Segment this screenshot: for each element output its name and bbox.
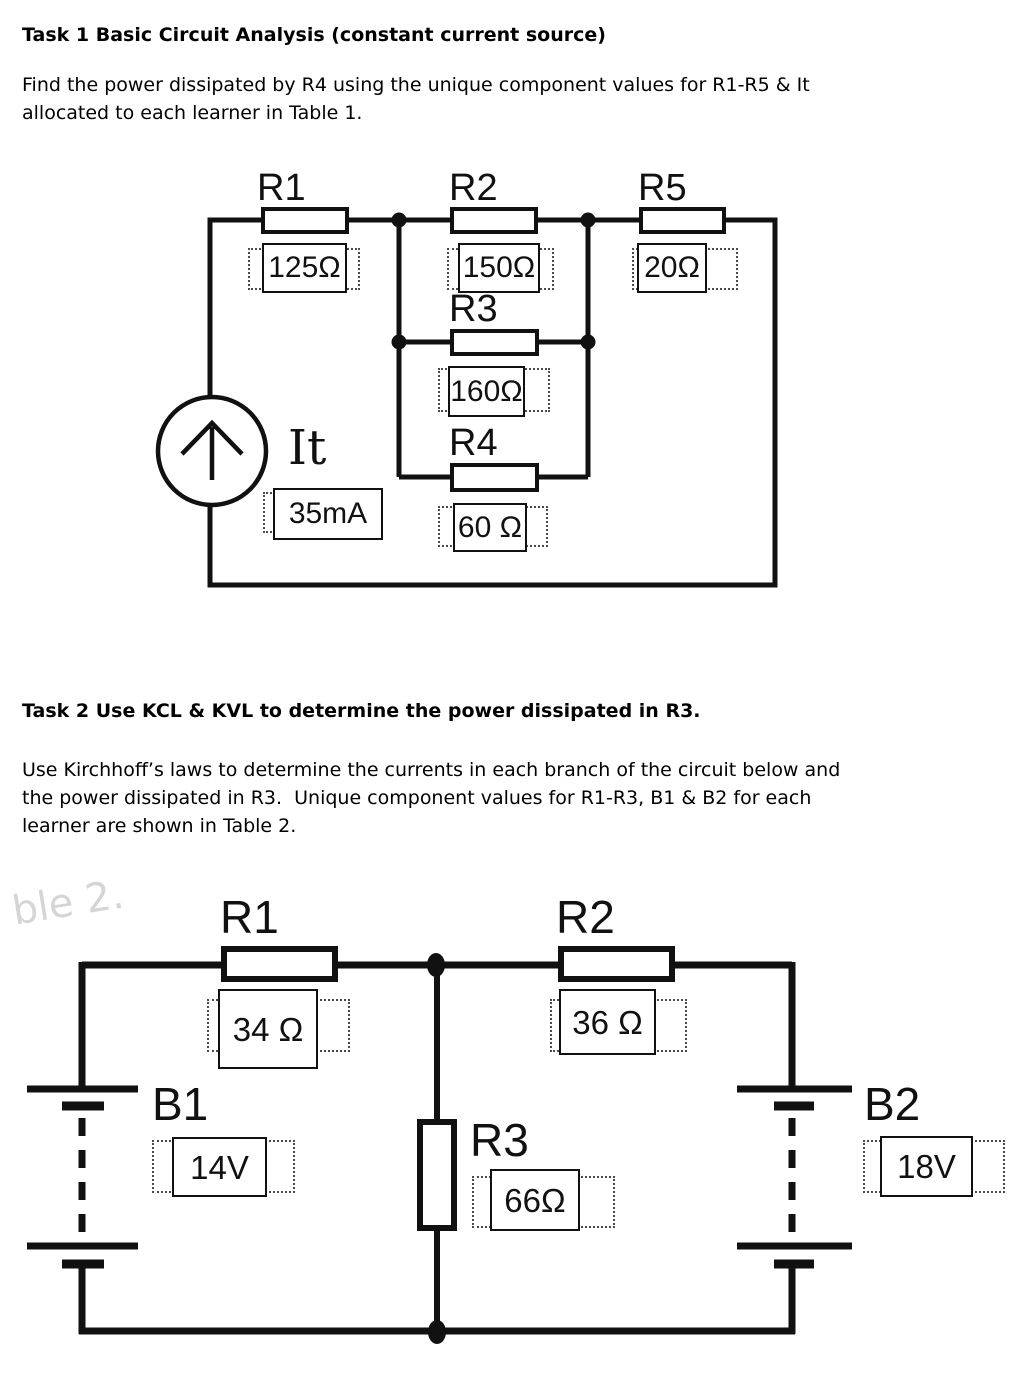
resistor-r3-body [450,329,539,356]
resistor-r3-body-task2 [417,1119,457,1231]
junction-dot [580,334,596,350]
task1-title: Task 1 Basic Circuit Analysis (constant … [22,24,606,46]
task2-circuit-diagram [27,946,852,1344]
resistor-r5-body [639,207,726,234]
battery-b2-symbol [737,1085,852,1269]
r2-value-text: 150Ω [462,251,536,284]
resistor-r2-body [450,207,538,234]
junction-dot [428,1320,446,1344]
task2-r3-label: R3 [470,1114,529,1166]
r1-value-text: 125Ω [268,251,341,284]
value-box: 35mA [273,488,383,540]
task2-title: Task 2 Use KCL & KVL to determine the po… [22,700,701,722]
value-box: 18V [880,1136,973,1197]
r1-value-text: 34 Ω [232,1010,304,1048]
source-value-text: 35mA [288,497,368,530]
resistor-r1-body-task2 [221,946,338,982]
value-box: 36 Ω [559,989,656,1055]
task2-r1-label: R1 [220,891,279,943]
value-box: 160Ω [448,366,525,417]
r3-value-text: 66Ω [504,1181,566,1219]
value-box: 60 Ω [453,503,527,552]
value-box: 150Ω [458,243,540,293]
value-box: 20Ω [637,243,707,293]
resistor-r4-body [450,463,539,492]
junction-dot [580,212,596,228]
value-box: 34 Ω [218,989,318,1069]
task1-r3-label: R3 [449,288,498,330]
b1-value-text: 14V [190,1148,249,1186]
task1-description-line1: Find the power dissipated by R4 using th… [22,74,810,96]
resistor-r2-body-task2 [558,946,675,982]
task1-circuit-diagram [155,207,778,588]
task1-r5-label: R5 [638,167,687,209]
task2-r2-label: R2 [556,891,615,943]
task2-junction-dots [427,953,446,1344]
current-source-arrow-icon [180,419,244,480]
task2-b1-label: B1 [152,1078,209,1130]
task1-outer-loop-wire [207,217,778,588]
task1-r2-label: R2 [449,167,498,209]
task2-description-line3: learner are shown in Table 2. [22,815,297,837]
task1-junction-dots [391,212,596,350]
r5-value-text: 20Ω [644,251,700,284]
junction-dot [427,953,445,977]
junction-dot [391,334,407,350]
value-box: 66Ω [490,1169,580,1231]
r2-value-text: 36 Ω [572,1003,643,1041]
b2-value-text: 18V [897,1148,956,1185]
task1-r1-label: R1 [257,167,306,209]
task2-description-line2: the power dissipated in R3. Unique compo… [22,787,812,809]
task1-current-source-label: It [288,420,327,476]
r4-value-text: 60 Ω [457,510,523,544]
junction-dot [391,212,407,228]
task2-b2-label: B2 [864,1078,921,1130]
resistor-r1-body [261,207,349,234]
value-box: 14V [172,1137,267,1197]
task1-description-line2: allocated to each learner in Table 1. [22,102,363,124]
battery-b1-symbol [27,1085,138,1269]
value-box: 125Ω [262,243,347,293]
task1-r4-label: R4 [449,422,498,464]
r3-value-text: 160Ω [450,374,523,408]
task2-description-line1: Use Kirchhoff’s laws to determine the cu… [22,759,841,781]
